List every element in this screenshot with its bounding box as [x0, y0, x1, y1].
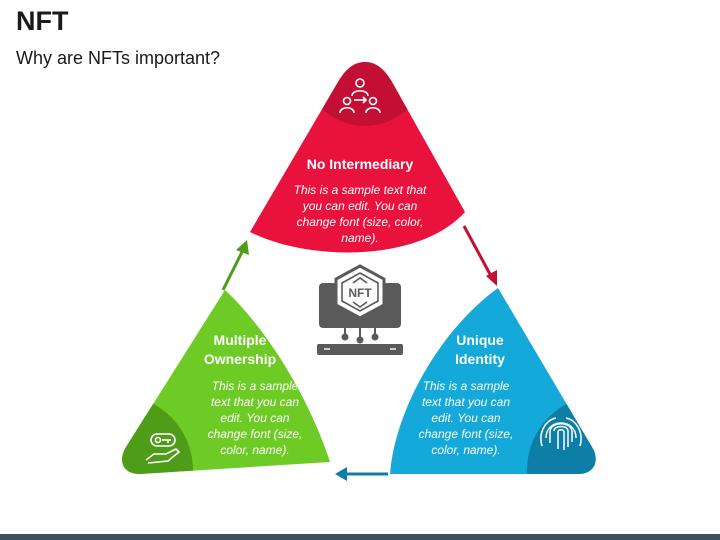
- page-title: NFT: [16, 6, 69, 36]
- panel-top-shape: [250, 62, 465, 253]
- people-network-icon: [339, 78, 381, 114]
- panel-right-body: This is a sample text that you can edit.…: [418, 379, 514, 457]
- panel-left-shape: [122, 290, 330, 474]
- page-subtitle: Why are NFTs important?: [16, 48, 221, 68]
- nft-device-icon: NFT: [317, 264, 403, 355]
- footer-bar: [0, 534, 720, 540]
- panel-right-heading: Unique Identity: [455, 332, 505, 367]
- panel-top-heading: No Intermediary: [306, 156, 414, 172]
- panel-left-heading: Multiple Ownership: [203, 332, 277, 367]
- arrow-blue-to-green: [335, 467, 388, 481]
- fingerprint-icon: [540, 417, 582, 450]
- nft-badge-label: NFT: [348, 286, 372, 300]
- arrow-green-to-red: [221, 240, 249, 291]
- panel-left-body: This is a sample text that you can edit.…: [207, 379, 303, 457]
- panel-top-body: This is a sample text that you can edit.…: [293, 183, 427, 245]
- hand-key-icon: [145, 433, 181, 464]
- arrow-red-to-blue: [462, 225, 497, 286]
